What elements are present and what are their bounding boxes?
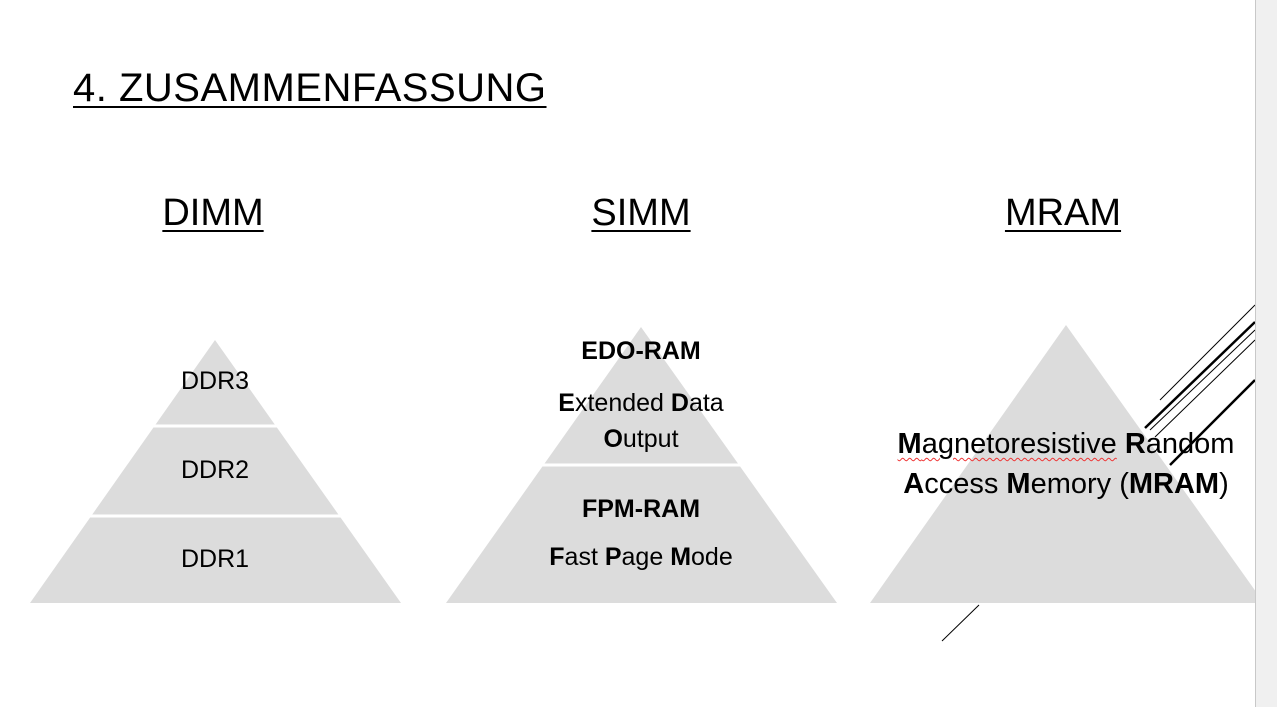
dimm-pyramid[interactable] (30, 340, 401, 603)
heading-mram: MRAM (1004, 192, 1122, 234)
simm-fpm-name: FPM-RAM (581, 495, 701, 523)
heading-simm: SIMM (591, 192, 691, 234)
simm-fpm-desc: Fast Page Mode (549, 543, 733, 571)
dimm-layer-ddr1: DDR1 (180, 545, 250, 573)
slide-title: 4. ZUSAMMENFASSUNG (73, 66, 547, 110)
simm-edo-name: EDO-RAM (581, 337, 701, 365)
vertical-scrollbar[interactable] (1255, 0, 1277, 707)
mram-pyramid[interactable] (870, 325, 1264, 603)
decorative-lines (941, 304, 1256, 642)
dimm-layer-ddr2: DDR2 (180, 456, 250, 484)
heading-dimm: DIMM (162, 192, 264, 234)
dimm-layer-ddr3: DDR3 (180, 367, 250, 395)
